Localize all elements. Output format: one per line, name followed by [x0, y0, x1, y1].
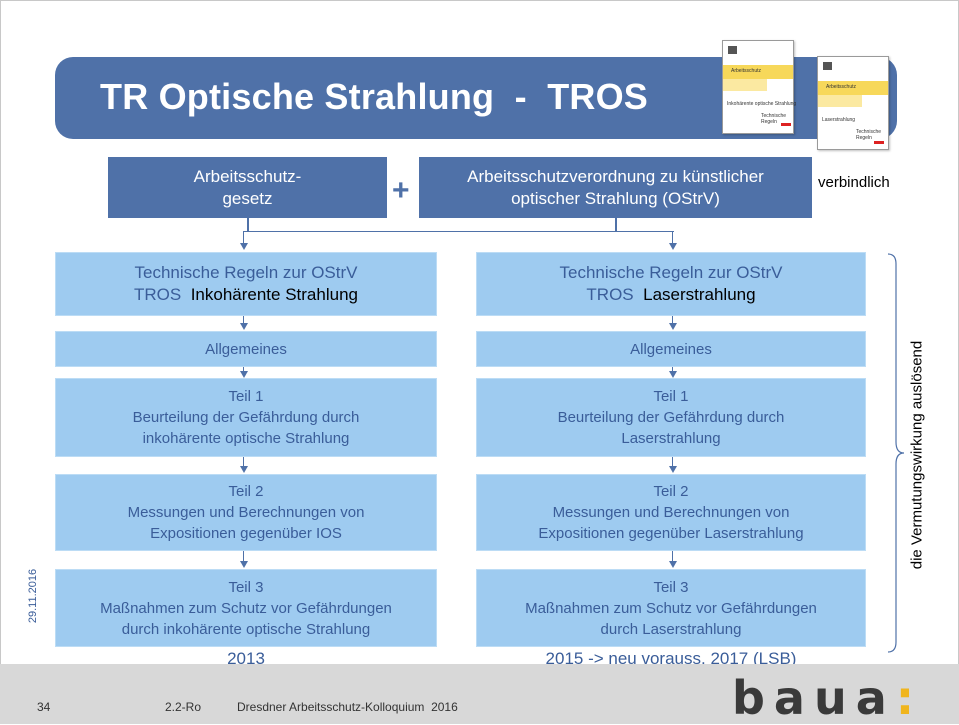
event-name: Dresdner Arbeitsschutz-Kolloquium 2016 [237, 700, 458, 714]
doc-line: Inkohärente optische Strahlung [727, 101, 797, 107]
curly-brace-icon [887, 253, 905, 653]
right-heading-topic: Laserstrahlung [643, 285, 756, 304]
tros-document-thumbnail-incoherent: Arbeitsschutz Inkohärente optische Strah… [722, 40, 797, 134]
presumption-effect-label: die Vermutungswirkung auslösend [908, 340, 926, 570]
page-number: 34 [37, 700, 51, 714]
date-label: 29.11.2016 [27, 568, 39, 624]
left-general-box: Allgemeines [55, 331, 437, 367]
binding-label: verbindlich [818, 174, 890, 191]
doc-header: Arbeitsschutz [731, 68, 762, 74]
left-heading-topic: Inkohärente Strahlung [190, 285, 358, 304]
right-heading-tros: TROS [586, 285, 634, 304]
plus-sign: + [392, 174, 410, 207]
right-heading-box: Technische Regeln zur OStrV TROS Laserst… [476, 252, 866, 316]
federal-eagle-icon [823, 62, 832, 70]
left-part2-box: Teil 2 Messungen und Berechnungen von Ex… [55, 474, 437, 551]
doc-header: Arbeitsschutz [826, 84, 857, 90]
doc-footer: Technische Regeln [856, 129, 882, 141]
left-heading-box: Technische Regeln zur OStrV TROS Inkohär… [55, 252, 437, 316]
tros-document-thumbnail-laser: Arbeitsschutz Laserstrahlung Technische … [817, 56, 889, 150]
left-heading-tros: TROS [134, 285, 182, 304]
slide-title: TR Optische Strahlung - TROS [100, 76, 649, 117]
left-year: 2013 [227, 649, 265, 668]
doc-footer: Technische Regeln [761, 113, 787, 125]
federal-eagle-icon [728, 46, 737, 54]
department-code: 2.2-Ro [165, 700, 202, 714]
footer-bar [0, 664, 959, 724]
doc-line: Laserstrahlung [822, 117, 856, 123]
ordinance-box: Arbeitsschutzverordnung zu künstlicher o… [419, 157, 812, 218]
right-part1-box: Teil 1 Beurteilung der Gefährdung durch … [476, 378, 866, 457]
right-heading-line1: Technische Regeln zur OStrV [559, 263, 783, 282]
right-year: 2015 -> neu vorauss. 2017 (LSB) [545, 649, 797, 668]
left-heading-line1: Technische Regeln zur OStrV [134, 263, 358, 282]
right-general-box: Allgemeines [476, 331, 866, 367]
baua-logo: baua: [732, 671, 924, 725]
right-part2-box: Teil 2 Messungen und Berechnungen von Ex… [476, 474, 866, 551]
law-box: Arbeitsschutz- gesetz [108, 157, 387, 218]
right-part3-box: Teil 3 Maßnahmen zum Schutz vor Gefährdu… [476, 569, 866, 647]
left-part3-box: Teil 3 Maßnahmen zum Schutz vor Gefährdu… [55, 569, 437, 647]
left-part1-box: Teil 1 Beurteilung der Gefährdung durch … [55, 378, 437, 457]
